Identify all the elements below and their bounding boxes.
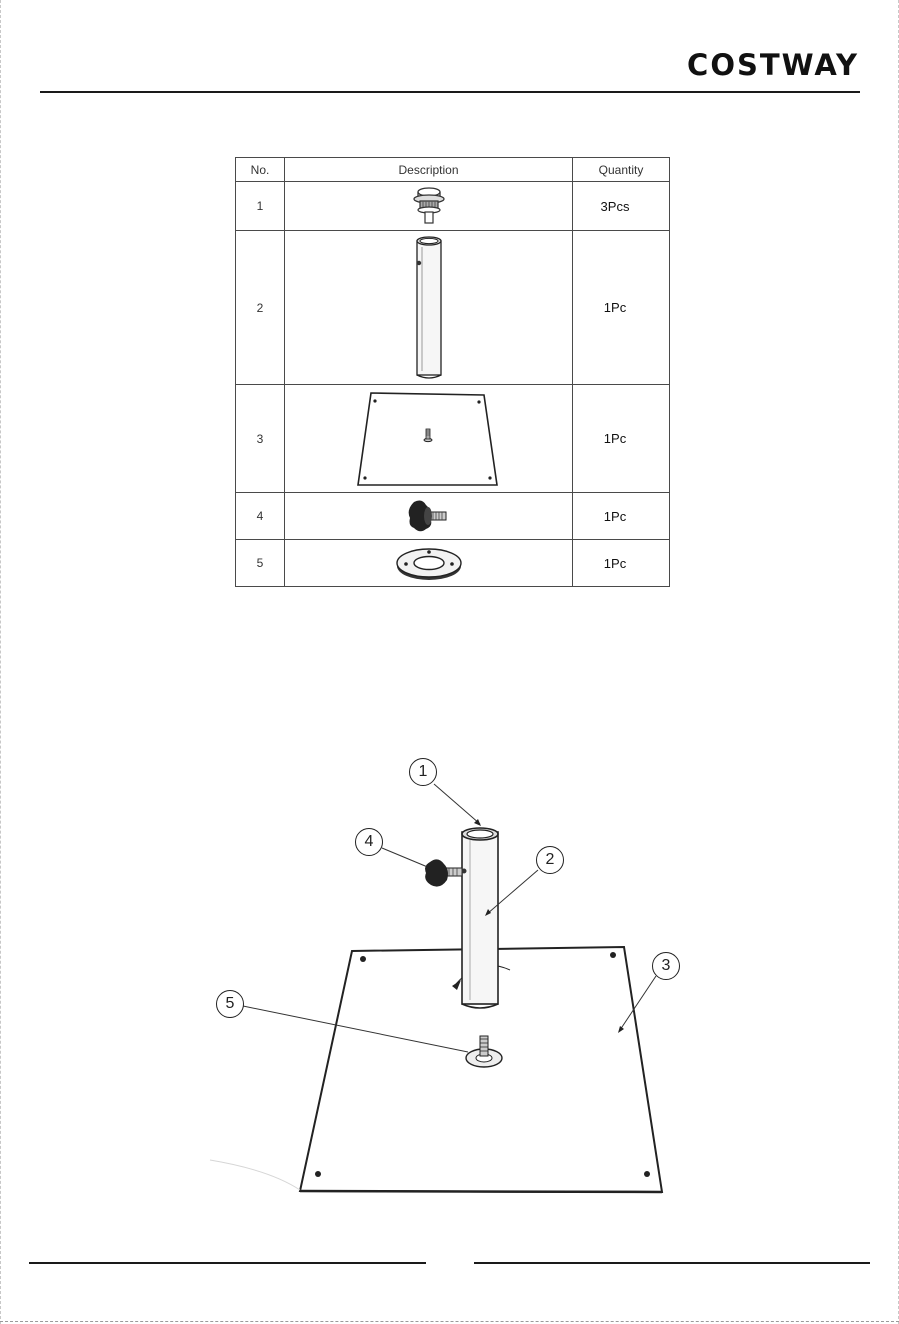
assembly-diagram: 1 2 3 4 5 [0, 740, 899, 1215]
tightening-knob-icon [285, 493, 573, 540]
quantity-value: 1Pc [573, 493, 670, 540]
quantity-value: 1Pc [573, 540, 670, 587]
row-number: 3 [236, 385, 285, 493]
table-row: 1 3Pcs [236, 182, 670, 231]
header-rule [40, 91, 860, 93]
quantity-value: 1Pc [573, 231, 670, 385]
table-row: 4 1Pc [236, 493, 670, 540]
parts-table: No. Description Quantity 1 3Pcs 2 [235, 157, 670, 587]
row-number: 4 [236, 493, 285, 540]
page-bottom-border [0, 1321, 899, 1322]
callout-5: 5 [216, 990, 244, 1018]
callout-2: 2 [536, 846, 564, 874]
column-header-quantity: Quantity [573, 158, 670, 182]
row-number: 5 [236, 540, 285, 587]
callout-4: 4 [355, 828, 383, 856]
quantity-value: 1Pc [573, 385, 670, 493]
adapter-ring-icon [285, 182, 573, 231]
assembly-drawing [0, 740, 899, 1210]
quantity-value: 3Pcs [573, 182, 670, 231]
table-row: 5 1Pc [236, 540, 670, 587]
table-row: 3 1Pc [236, 385, 670, 493]
row-number: 1 [236, 182, 285, 231]
table-header-row: No. Description Quantity [236, 158, 670, 182]
row-number: 2 [236, 231, 285, 385]
base-plate-icon [285, 385, 573, 493]
column-header-description: Description [285, 158, 573, 182]
brand-logo: COSTWAY [687, 48, 859, 82]
callout-1: 1 [409, 758, 437, 786]
footer-rule-left [29, 1262, 426, 1264]
flange-washer-icon [285, 540, 573, 587]
table-row: 2 1Pc [236, 231, 670, 385]
pole-tube-icon [285, 231, 573, 385]
column-header-no: No. [236, 158, 285, 182]
footer-rule-right [474, 1262, 870, 1264]
callout-3: 3 [652, 952, 680, 980]
